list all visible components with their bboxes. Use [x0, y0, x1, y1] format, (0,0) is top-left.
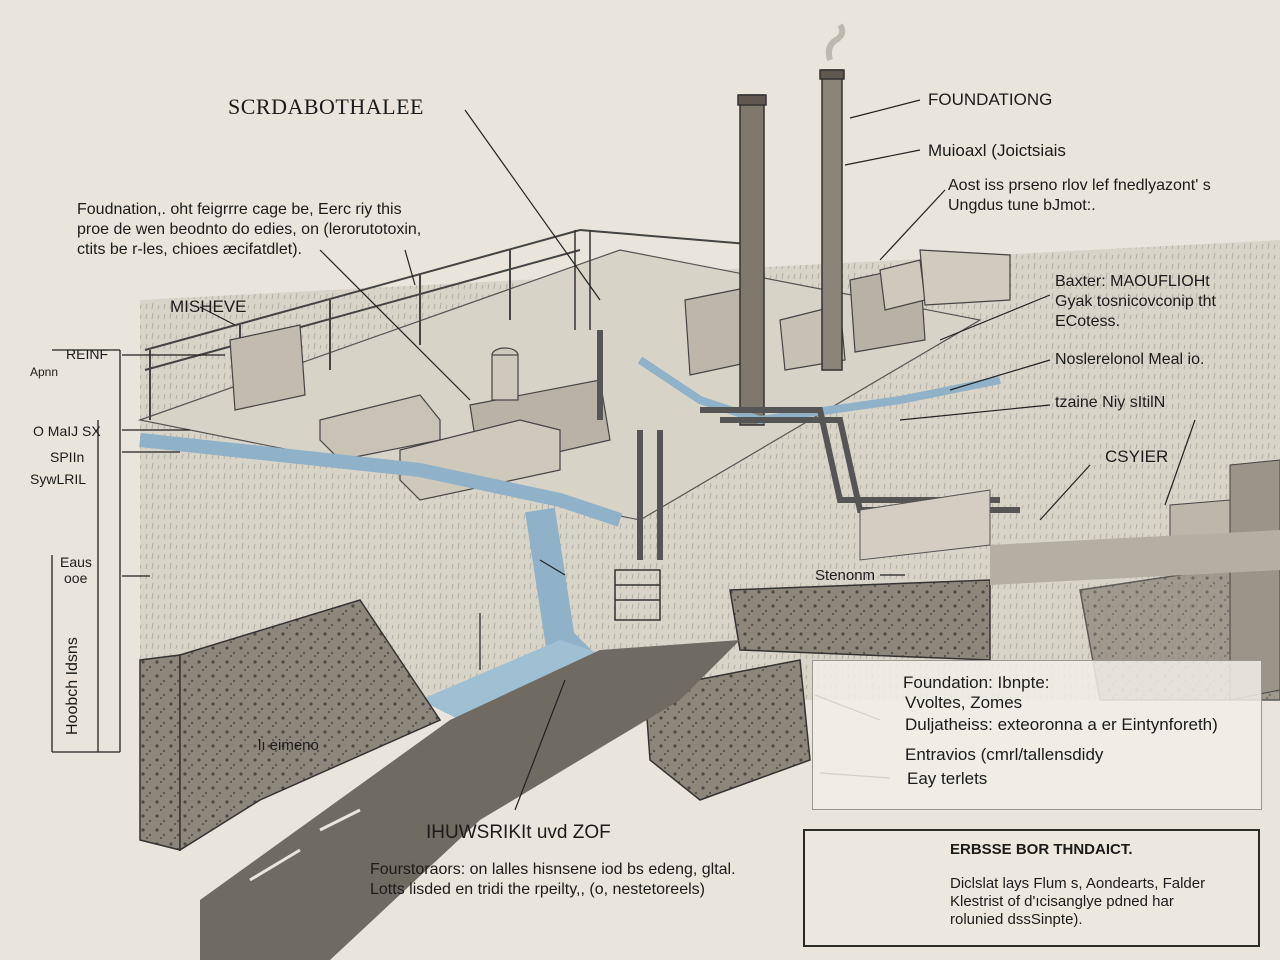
paragraph-line: ECotess. — [1055, 313, 1120, 330]
side-label-reinf: REINF — [66, 346, 108, 362]
paragraph-line: tzaine Niy sItilN — [1055, 394, 1166, 411]
diagram-title: SCRDABOTHALEE — [228, 94, 424, 119]
label-misheve: MISHEVE — [170, 297, 247, 316]
side-label-eaus: Eaus — [60, 554, 92, 570]
label-center-bottom: IHUWSRIKIt uvd ZOF — [426, 822, 611, 843]
legend-row: Eay terlets — [907, 769, 988, 788]
paragraph-right-3: tzaine Niy sItilN — [1055, 393, 1165, 413]
smokestacks — [737, 69, 845, 426]
inset-title: ERBSSE BOR THNDAICT. — [950, 841, 1133, 858]
paragraph-top-left: Foudnation,. oht feigrrre cage be, Eerc … — [77, 200, 421, 260]
side-label-apnn: Apnn — [30, 365, 59, 379]
paragraph-right-2: Noslerelonol Meal io. — [1055, 350, 1204, 370]
side-label-ooe: ooe — [64, 570, 88, 586]
legend-box: Foundation: Ibnpte: Vvoltes, Zomes Dulja… — [812, 660, 1262, 810]
right-building — [1229, 459, 1280, 701]
label-block: lı eimeno — [258, 737, 319, 754]
side-label-vertical: Hoobch Idsns — [64, 637, 81, 735]
pipe-rack — [144, 229, 761, 420]
paragraph-line: Baxter: MAOUFLIOHt — [1055, 273, 1210, 290]
label-csyier: CSYIER — [1105, 447, 1169, 466]
side-label-omatsx: O MaIJ SX — [33, 423, 101, 439]
smoke — [825, 23, 846, 61]
paragraph-line: Lotts lisded en tridi the rpeilty,, (o, … — [370, 881, 705, 898]
paragraph-top-right: Aost iss prseno rlov lef fnedlyazont' s … — [948, 176, 1211, 216]
paragraph-line: Ungdus tune bJmot:. — [948, 197, 1096, 214]
inset-line: Diclslat lays Flum s, Aondearts, Falder — [950, 875, 1206, 892]
paragraph-right-1: Baxter: MAOUFLIOHt Gyak tosnicovconip th… — [1055, 272, 1216, 332]
paragraph-bottom-center: Fourstoraors: on lalles hisnsene iod bs … — [370, 860, 736, 900]
leader-lines — [122, 99, 1196, 811]
slab — [859, 489, 991, 561]
access-road — [990, 530, 1280, 585]
plant-buildings — [229, 249, 1011, 501]
side-label-sywl: SywLRIL — [30, 471, 87, 487]
paragraph-line: Fourstoraors: on lalles hisnsene iod bs … — [370, 861, 736, 878]
label-foundationg: FOUNDATIONG — [928, 90, 1053, 109]
road-markings — [249, 808, 361, 882]
label-stenonm: Stenonm — [815, 567, 876, 584]
legend-row: Entravios (cmrl/tallensdidy — [905, 745, 1104, 764]
scaffold-tower — [574, 230, 661, 621]
inset-line: Klestrist of d'ıcisanglye pdned har — [950, 893, 1174, 910]
legend-heading: Foundation: Ibnpte: — [903, 673, 1050, 692]
label-muioaxl: Muioaxl (Joictsiais — [928, 141, 1066, 160]
paragraph-line: ctits be r-les, chioes æcifatdlet). — [77, 241, 302, 258]
paragraph-line: Noslerelonol Meal io. — [1055, 351, 1205, 368]
paragraph-line: Gyak tosnicovconip tht — [1055, 293, 1216, 310]
legend-row: Duljatheiss: exteoronna a er Eintynforet… — [905, 715, 1218, 734]
paragraph-line: Aost iss prseno rlov lef fnedlyazont' s — [948, 177, 1211, 194]
dimension-bracket — [51, 349, 121, 753]
inset-text: Diclslat lays Flum s, Aondearts, Falder … — [950, 875, 1205, 929]
paragraph-line: Foudnation,. oht feigrrre cage be, Eerc … — [77, 201, 402, 218]
inset-line: rolunied dssSinpte). — [950, 911, 1083, 928]
paragraph-line: proe de wen beodnto do edies, on (leroru… — [77, 221, 422, 238]
road — [200, 640, 740, 960]
legend-row: Vvoltes, Zomes — [905, 693, 1023, 712]
inset-box: ERBSSE BOR THNDAICT. Diclslat lays Flum … — [803, 829, 1260, 947]
side-label-spiln: SPIIn — [50, 449, 85, 465]
